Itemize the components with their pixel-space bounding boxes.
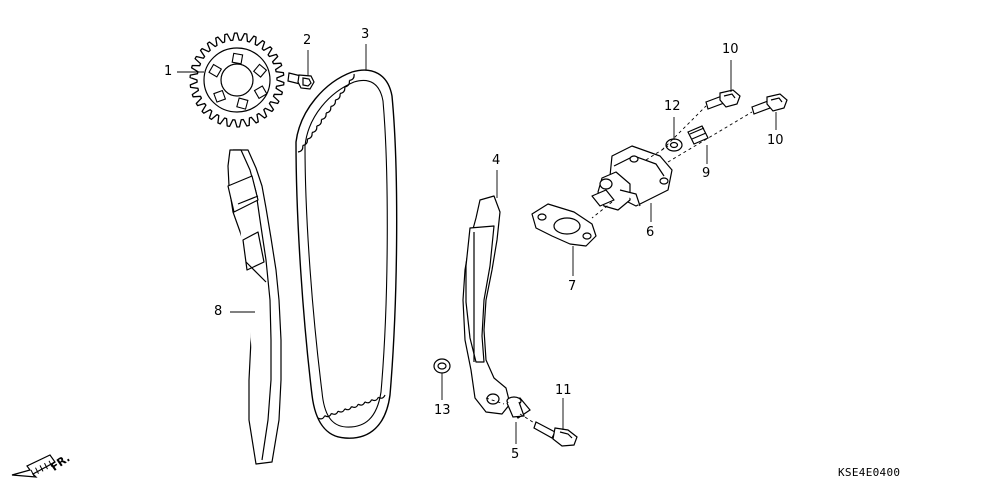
drawing-code: KSE4E0400 bbox=[838, 466, 901, 479]
callout-13: 13 bbox=[434, 403, 451, 418]
callout-3: 3 bbox=[361, 27, 370, 42]
lifter-gasket bbox=[531, 203, 597, 247]
arrow-hatch-line bbox=[39, 465, 44, 472]
callout-1: 1 bbox=[164, 64, 173, 79]
callout-5: 5 bbox=[511, 447, 520, 462]
lifter-bolt-upper bbox=[705, 89, 741, 110]
washer bbox=[433, 358, 451, 374]
lifter-bolt-right bbox=[751, 93, 788, 115]
callout-2: 2 bbox=[303, 33, 312, 48]
slipper-bolt bbox=[533, 421, 578, 447]
arrow-hatch-line bbox=[44, 462, 48, 470]
callout-9: 9 bbox=[702, 166, 711, 181]
sealing-washer bbox=[665, 138, 683, 152]
callout-10-upper: 10 bbox=[722, 42, 739, 57]
sealing-bolt bbox=[687, 125, 709, 145]
callout-10-right: 10 bbox=[767, 133, 784, 148]
callout-4: 4 bbox=[492, 153, 501, 168]
callout-8: 8 bbox=[214, 304, 223, 319]
cam-chain-tensioner-lifter bbox=[591, 145, 673, 211]
front-direction-arrow bbox=[11, 454, 56, 478]
sprocket-bolt bbox=[287, 72, 315, 90]
arrow-hatch-line bbox=[48, 460, 53, 468]
arrow-hatch-line bbox=[35, 467, 39, 474]
callout-11: 11 bbox=[555, 383, 572, 398]
cam-chain-tensioner-slipper bbox=[462, 195, 511, 415]
callout-12: 12 bbox=[664, 99, 681, 114]
chain-guide-slipper bbox=[227, 149, 282, 465]
collar bbox=[506, 396, 531, 419]
leader-lines bbox=[177, 44, 777, 444]
callout-6: 6 bbox=[646, 225, 655, 240]
alignment-lines bbox=[485, 105, 753, 425]
callout-7: 7 bbox=[568, 279, 577, 294]
cam-sprocket bbox=[189, 32, 285, 128]
arrow-hatch-line bbox=[30, 469, 35, 477]
cam-chain bbox=[295, 69, 398, 439]
